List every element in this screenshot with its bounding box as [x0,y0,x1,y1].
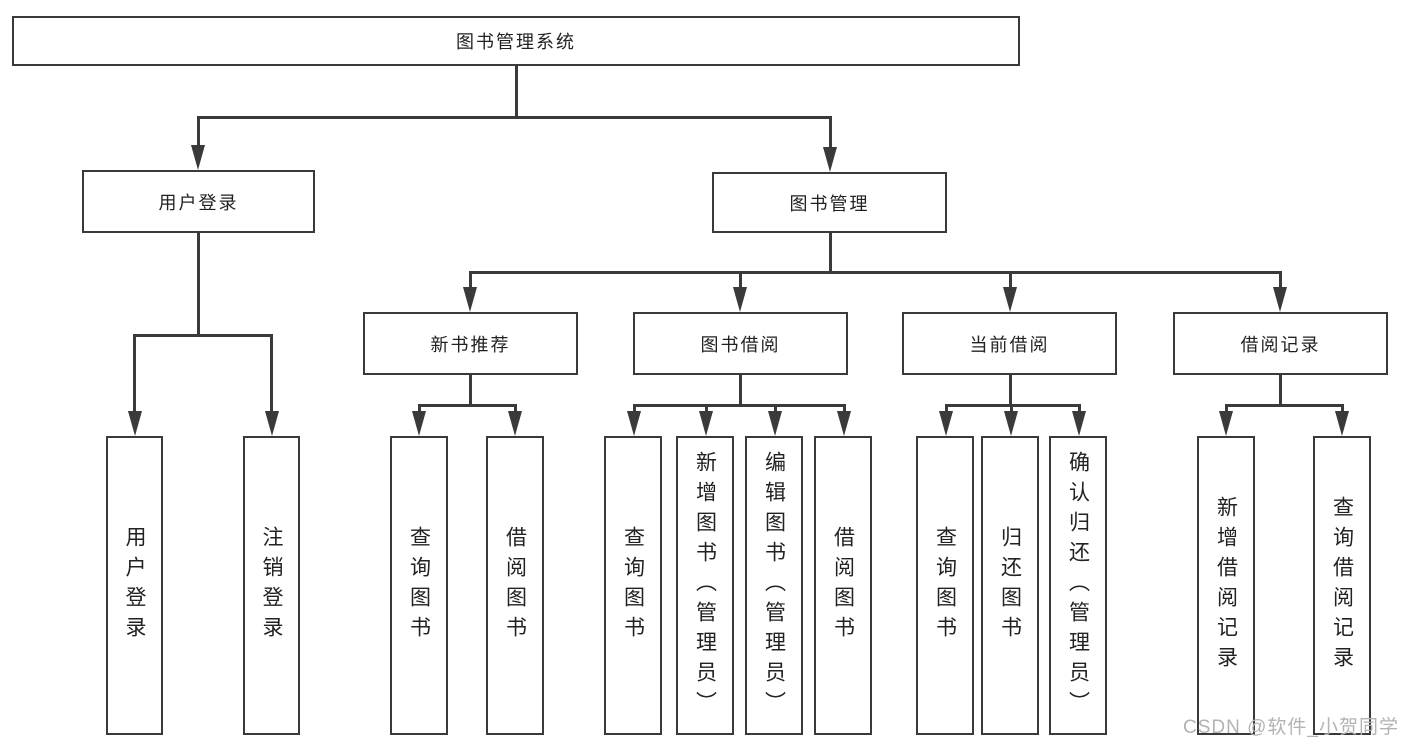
arrowhead-down [1219,411,1233,436]
connector [773,404,777,412]
leaf-add-book-admin: 新增图书（管理员） [676,436,734,735]
leaf-label: 查询借阅记录 [1330,495,1354,676]
leaf-user-login: 用户登录 [106,436,163,735]
leaf-logout: 注销登录 [243,436,300,735]
node-current-borrow: 当前借阅 [902,312,1117,375]
node-new-book-recommend: 新书推荐 [363,312,578,375]
leaf-label: 借阅图书 [503,525,527,646]
arrowhead-down [191,145,205,170]
connector [133,334,136,411]
node-label: 图书管理 [789,193,870,214]
node-label: 图书管理系统 [456,32,576,52]
node-label: 新书推荐 [430,334,511,355]
leaf-add-borrow-record: 新增借阅记录 [1197,436,1255,735]
leaf-label: 归还图书 [998,525,1022,646]
arrowhead-down [412,411,426,436]
connector [1224,404,1344,407]
leaf-label: 查询图书 [933,525,957,646]
leaf-query-books-current: 查询图书 [916,436,974,735]
connector [1278,271,1282,287]
leaf-label: 确认归还（管理员） [1066,450,1090,721]
connector [828,116,832,148]
node-label: 图书借阅 [700,334,781,355]
leaf-label: 注销登录 [260,525,283,646]
connector [514,66,518,119]
arrowhead-down [823,147,837,172]
leaf-confirm-return-admin: 确认归还（管理员） [1049,436,1107,735]
node-borrow-records: 借阅记录 [1173,312,1388,375]
leaf-label: 新增图书（管理员） [693,450,717,721]
connector [738,271,742,287]
leaf-borrow-books: 借阅图书 [814,436,872,735]
connector [1340,404,1344,412]
connector [417,404,517,407]
connector [944,404,948,412]
connector [468,271,1282,274]
arrowhead-down [1072,411,1086,436]
connector [632,404,636,412]
connector [1008,271,1012,287]
connector [704,404,708,412]
arrowhead-down [627,411,641,436]
leaf-return-book: 归还图书 [981,436,1039,735]
leaf-label: 查询图书 [621,525,645,646]
arrowhead-down [508,411,522,436]
arrowhead-down [733,287,747,312]
connector [196,233,200,337]
connector [944,404,1081,407]
node-label: 当前借阅 [969,334,1050,355]
arrowhead-down [1273,287,1287,312]
connector [842,404,846,412]
connector [1009,404,1013,412]
connector [417,404,421,412]
connector [1008,375,1012,407]
node-library-management-system: 图书管理系统 [12,16,1020,66]
leaf-query-books-borrow: 查询图书 [604,436,662,735]
leaf-query-borrow-record: 查询借阅记录 [1313,436,1371,735]
node-label: 借阅记录 [1240,334,1321,355]
node-label: 用户登录 [158,192,239,213]
connector [513,404,517,412]
connector [738,375,742,407]
arrowhead-down [127,411,142,436]
connector [1077,404,1081,412]
leaf-label: 新增借阅记录 [1214,495,1238,676]
connector [1224,404,1228,412]
leaf-label: 用户登录 [123,525,146,646]
leaf-edit-book-admin: 编辑图书（管理员） [745,436,803,735]
node-book-management: 图书管理 [712,172,947,233]
leaf-query-books-recommend: 查询图书 [390,436,448,735]
arrowhead-down [939,411,953,436]
arrowhead-down [1335,411,1349,436]
node-book-borrow: 图书借阅 [633,312,848,375]
leaf-label: 编辑图书（管理员） [762,450,786,721]
connector [468,271,472,287]
arrowhead-down [1004,411,1018,436]
connector [468,375,472,407]
connector [196,116,200,146]
connector [270,334,273,411]
leaf-label: 查询图书 [407,525,431,646]
csdn-watermark: CSDN @软件_小贺同学 [1183,717,1399,738]
connector [632,404,846,407]
connector [196,116,832,119]
arrowhead-down [1003,287,1017,312]
node-user-login: 用户登录 [82,170,315,233]
leaf-borrow-books-recommend: 借阅图书 [486,436,544,735]
connector [1278,375,1282,407]
connector [133,334,273,337]
connector [828,233,832,274]
arrowhead-down [699,411,713,436]
arrowhead-down [264,411,279,436]
arrowhead-down [463,287,477,312]
arrowhead-down [768,411,782,436]
leaf-label: 借阅图书 [831,525,855,646]
arrowhead-down [837,411,851,436]
